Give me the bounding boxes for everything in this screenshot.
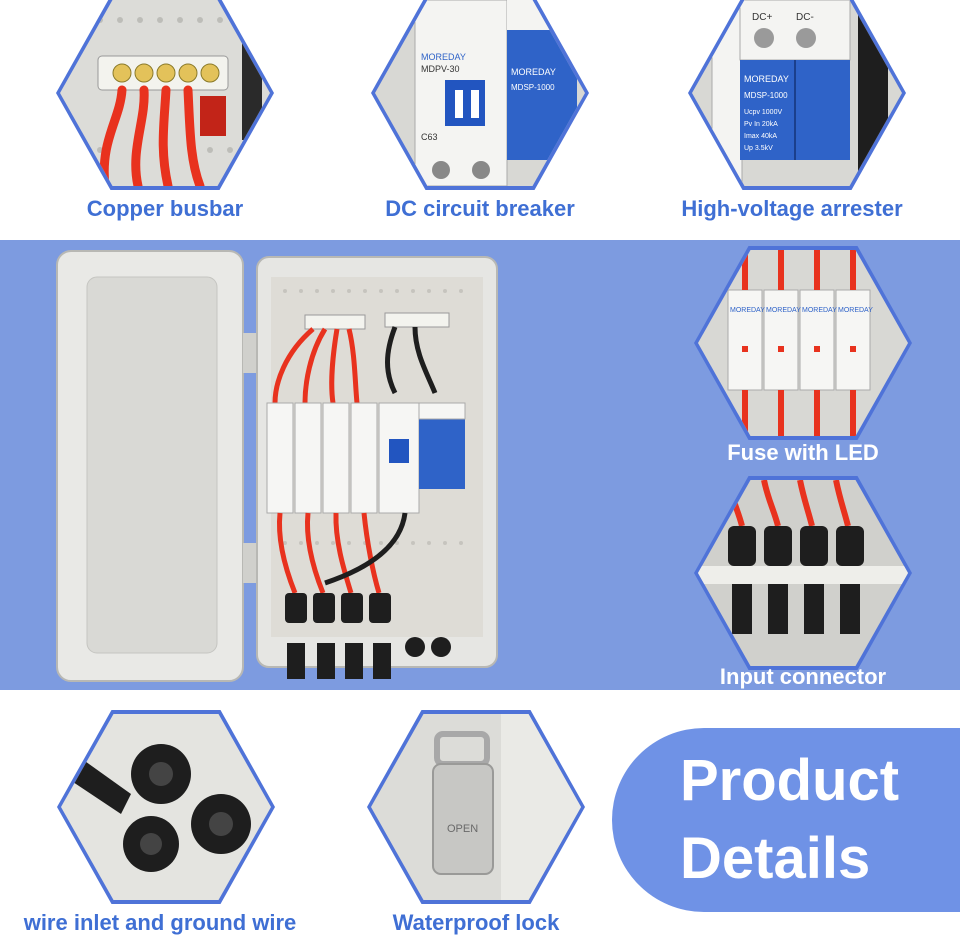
fuse-4-brand: MOREDAY bbox=[838, 307, 873, 314]
dc-plus-text: DC+ bbox=[752, 12, 772, 23]
arrester-in-text: Pv In 20kA bbox=[744, 121, 778, 128]
fuse-1-brand: MOREDAY bbox=[730, 307, 765, 314]
dc-minus-text: DC- bbox=[796, 12, 814, 23]
product-details-line2: Details bbox=[680, 826, 871, 891]
dc-breaker-photo: MOREDAY MDPV-30 MOREDAY MDSP-1000 C63 bbox=[375, 0, 585, 186]
input-connector-photo bbox=[698, 480, 908, 666]
arrester-photo: DC+ DC- MOREDAY MDSP-1000 Ucpv 1000V Pv … bbox=[692, 0, 902, 186]
fuse-2-brand: MOREDAY bbox=[766, 307, 801, 314]
fuse-led-label: Fuse with LED bbox=[727, 440, 879, 465]
lock-open-text: OPEN bbox=[447, 823, 478, 835]
product-details-banner bbox=[612, 728, 960, 912]
wire-inlet-label: wire inlet and ground wire bbox=[23, 910, 297, 935]
input-connector-label: Input connector bbox=[719, 664, 887, 689]
fuse-3-brand: MOREDAY bbox=[802, 307, 837, 314]
breaker-brand-text: MOREDAY bbox=[421, 52, 466, 62]
dc-breaker-label: DC circuit breaker bbox=[385, 196, 575, 221]
arrester-model-text: MDSP-1000 bbox=[744, 91, 788, 100]
waterproof-lock-photo: OPEN bbox=[371, 714, 581, 900]
wire-inlet-photo bbox=[61, 714, 271, 900]
product-details-line1: Product bbox=[680, 748, 900, 813]
enclosure-photo bbox=[55, 243, 515, 688]
copper-busbar-photo bbox=[60, 0, 270, 186]
arrester-up-text: Up 3.5kV bbox=[744, 145, 773, 152]
breaker-model-text: MDPV-30 bbox=[421, 64, 460, 74]
spd-model-text: MDSP-1000 bbox=[511, 83, 555, 92]
fuse-led-photo: MOREDAY MOREDAY MOREDAY MOREDAY bbox=[698, 250, 908, 436]
copper-busbar-label: Copper busbar bbox=[86, 196, 244, 221]
arrester-imax-text: Imax 40kA bbox=[744, 133, 777, 140]
breaker-rating-text: C63 bbox=[421, 132, 438, 142]
arrester-brand-text: MOREDAY bbox=[744, 74, 789, 84]
arrester-ucpv-text: Ucpv 1000V bbox=[744, 109, 782, 116]
arrester-label: High-voltage arrester bbox=[681, 196, 903, 221]
waterproof-lock-label: Waterproof lock bbox=[392, 910, 560, 935]
spd-brand-text: MOREDAY bbox=[511, 67, 556, 77]
